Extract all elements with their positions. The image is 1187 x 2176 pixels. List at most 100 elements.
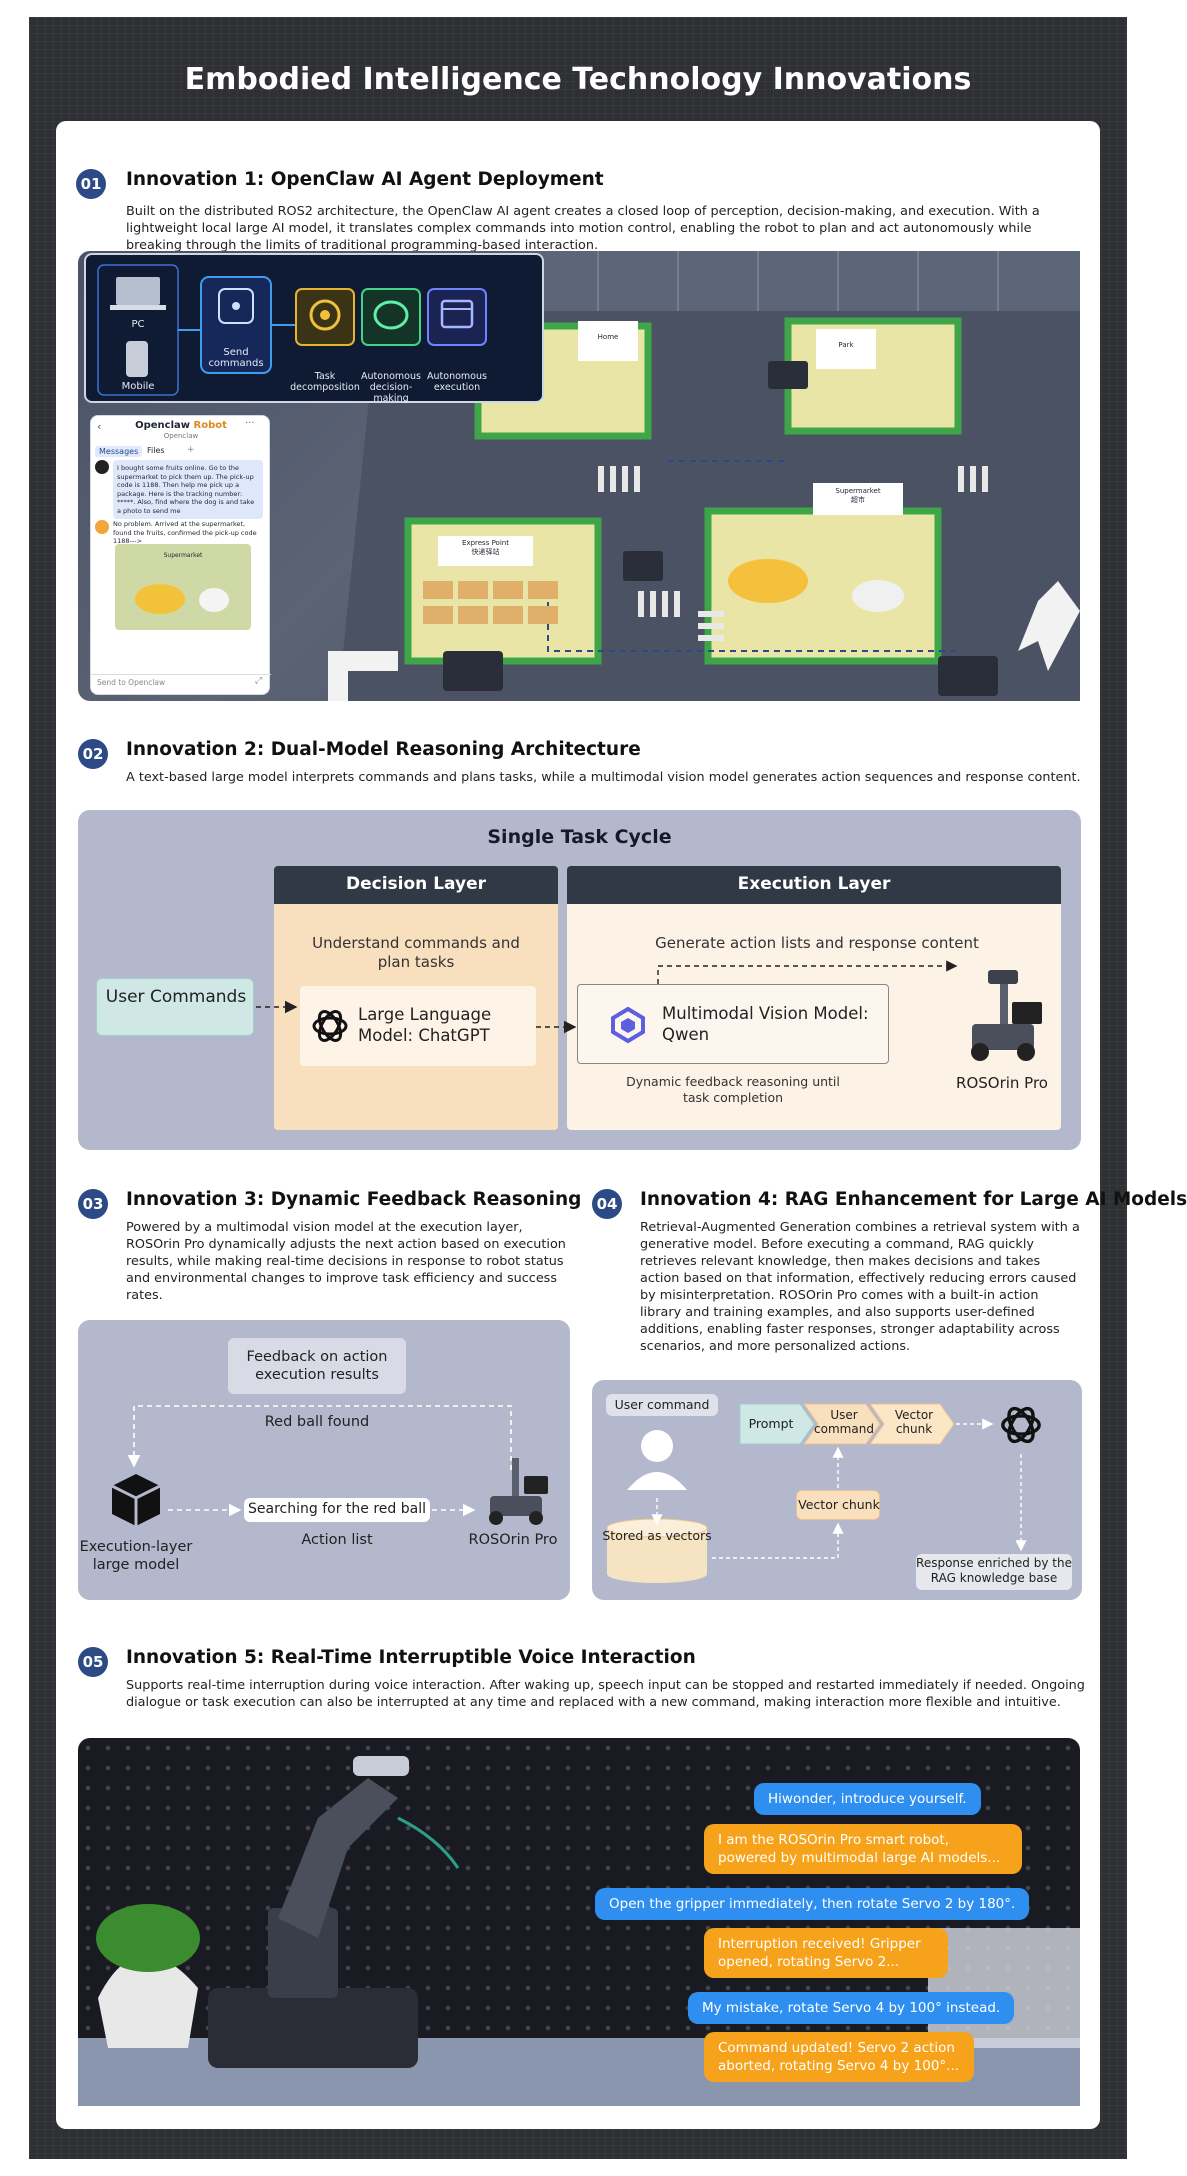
rag-diagram: User command Stored as vectors Prompt Us… (592, 1380, 1082, 1600)
database-icon (606, 1518, 708, 1583)
user-command-chip: User command (814, 1408, 874, 1436)
park-sign: Park (838, 341, 854, 349)
command-flow-panel: PC Mobile Send commands Task decompositi… (84, 253, 544, 404)
laptop-icon (110, 277, 166, 310)
robot-label: ROSOrin Pro (956, 1074, 1048, 1092)
brain-icon (373, 300, 409, 330)
voice-interaction-photo: Hiwonder, introduce yourself. I am the R… (78, 1738, 1080, 2106)
express-point-sign: Express Point (462, 539, 509, 547)
robot-icon (971, 970, 1042, 1061)
section-badge-4: 04 (592, 1189, 622, 1219)
supermarket-sign-sub: 超市 (851, 496, 865, 504)
tab-messages[interactable]: Messages (95, 446, 143, 457)
section-title-4: Innovation 4: RAG Enhancement for Large … (640, 1189, 1187, 1210)
pc-label: PC (131, 319, 145, 330)
user-message: I bought some fruits online. Go to the s… (113, 460, 263, 519)
city-scene-illustration (328, 251, 1080, 701)
section-badge-3: 03 (78, 1189, 108, 1219)
prompt-label: Prompt (748, 1416, 794, 1431)
express-point-sign-sub: 快递驿站 (471, 548, 500, 556)
voice-bubble-6: Command updated! Servo 2 action aborted,… (704, 2032, 974, 2082)
robot-icon (489, 1458, 548, 1525)
chat-input[interactable]: Send to Openclaw (97, 678, 166, 687)
single-task-cycle-diagram: Single Task Cycle Decision Layer Underst… (78, 810, 1081, 1150)
autonomous-decision-label: Autonomous decision-making (361, 371, 421, 404)
section-badge-1: 01 (76, 169, 106, 199)
qwen-icon (611, 1006, 645, 1044)
voice-bubble-4: Interruption received! Gripper opened, r… (704, 1928, 948, 1978)
llm-label: Large Language Model: ChatGPT (358, 1005, 492, 1045)
diagram-title: Single Task Cycle (487, 826, 672, 848)
home-sign: Home (597, 333, 619, 341)
page-title: Embodied Intelligence Technology Innovat… (184, 62, 972, 97)
response-label: Response enriched by the RAG knowledge b… (916, 1556, 1072, 1585)
section-title-3: Innovation 3: Dynamic Feedback Reasoning (126, 1189, 582, 1210)
more-icon[interactable]: ··· (245, 418, 255, 429)
searching-label: Searching for the red ball (248, 1501, 426, 1517)
voice-bubble-1: Hiwonder, introduce yourself. (754, 1783, 981, 1815)
dynamic-feedback-diagram: Feedback on action execution results Red… (78, 1320, 570, 1600)
section-title-2: Innovation 2: Dual-Model Reasoning Archi… (126, 739, 641, 760)
code-window-icon (440, 299, 474, 329)
execution-layer-header: Execution Layer (737, 874, 891, 894)
supermarket-photo-label: Supermarket (163, 552, 203, 559)
mobile-label: Mobile (121, 381, 155, 392)
gear-icon (309, 299, 341, 331)
chat-title: Openclaw (135, 420, 191, 431)
section-badge-2: 02 (78, 739, 108, 769)
user-commands-label: User Commands (105, 987, 247, 1007)
openai-icon (1001, 1406, 1041, 1444)
user-command-label: User command (614, 1397, 710, 1412)
section-desc-4: Retrieval-Augmented Generation combines … (640, 1220, 1080, 1354)
supermarket-photo: Supermarket (115, 544, 251, 630)
robot-label-3: ROSOrin Pro (468, 1532, 558, 1548)
exec-model-label: Execution-layer large model (79, 1539, 193, 1573)
vector-chunk-chip: Vector chunk (894, 1408, 934, 1436)
section-desc-5: Supports real-time interruption during v… (126, 1678, 1085, 1710)
openclaw-chat-window: ‹ Openclaw Robot Openclaw ··· Messages F… (90, 415, 271, 695)
tab-files[interactable]: Files (147, 446, 165, 455)
robot-tag: Robot (193, 420, 227, 431)
voice-bubble-5: My mistake, rotate Servo 4 by 100° inste… (688, 1992, 1015, 2024)
back-chevron-icon[interactable]: ‹ (97, 420, 102, 433)
red-ball-found-label: Red ball found (264, 1414, 370, 1430)
vector-chunk-box: Vector chunk (798, 1497, 880, 1512)
autonomous-execution-label: Autonomous execution (427, 371, 487, 393)
feedback-loop-text: Dynamic feedback reasoning until task co… (626, 1074, 840, 1105)
section-desc-3: Powered by a multimodal vision model at … (126, 1220, 566, 1303)
user-avatar (95, 460, 109, 474)
voice-bubble-2: I am the ROSOrin Pro smart robot, powere… (704, 1824, 1022, 1874)
understand-commands-text: Understand commands and plan tasks (312, 934, 520, 971)
user-commands-box: User Commands (96, 978, 254, 1036)
chat-subtitle: Openclaw (163, 432, 199, 440)
bot-message: No problem. Arrived at the supermarket, … (113, 520, 257, 545)
stored-as-vectors-label: Stored as vectors (602, 1528, 712, 1543)
decision-layer: Understand commands and plan tasks Large… (274, 904, 558, 1130)
action-list-label: Action list (301, 1532, 373, 1548)
section-desc-1: Built on the distributed ROS2 architectu… (126, 204, 1040, 253)
phone-icon (126, 341, 148, 377)
expand-icon[interactable]: ⤢ (255, 676, 263, 686)
section-desc-2: A text-based large model interprets comm… (126, 770, 1081, 785)
page-frame: Embodied Intelligence Technology Innovat… (29, 17, 1187, 2159)
section-badge-5: 05 (78, 1647, 108, 1677)
tab-add[interactable]: + (187, 445, 195, 455)
openclaw-scene-photo: PC Mobile Send commands Task decompositi… (78, 251, 1080, 701)
openai-icon (312, 1010, 348, 1042)
antenna-icon (218, 288, 254, 324)
voice-bubble-3: Open the gripper immediately, then rotat… (595, 1888, 1030, 1920)
execution-layer: Generate action lists and response conte… (567, 904, 1061, 1130)
section-title-1: Innovation 1: OpenClaw AI Agent Deployme… (126, 169, 604, 190)
section-title-5: Innovation 5: Real-Time Interruptible Vo… (126, 1647, 696, 1668)
person-icon (627, 1430, 687, 1490)
send-commands-label: Send commands (208, 347, 264, 369)
task-decomposition-label: Task decomposition (290, 371, 360, 393)
feedback-box-label: Feedback on action execution results (246, 1349, 388, 1383)
decision-layer-header: Decision Layer (346, 874, 486, 894)
mvm-label: Multimodal Vision Model: Qwen (662, 1004, 869, 1044)
bot-avatar (95, 520, 109, 534)
generate-actions-text: Generate action lists and response conte… (655, 934, 979, 952)
supermarket-sign: Supermarket (835, 487, 881, 495)
robot-arm-illustration (78, 1756, 1080, 2106)
cube-icon (111, 1474, 161, 1526)
